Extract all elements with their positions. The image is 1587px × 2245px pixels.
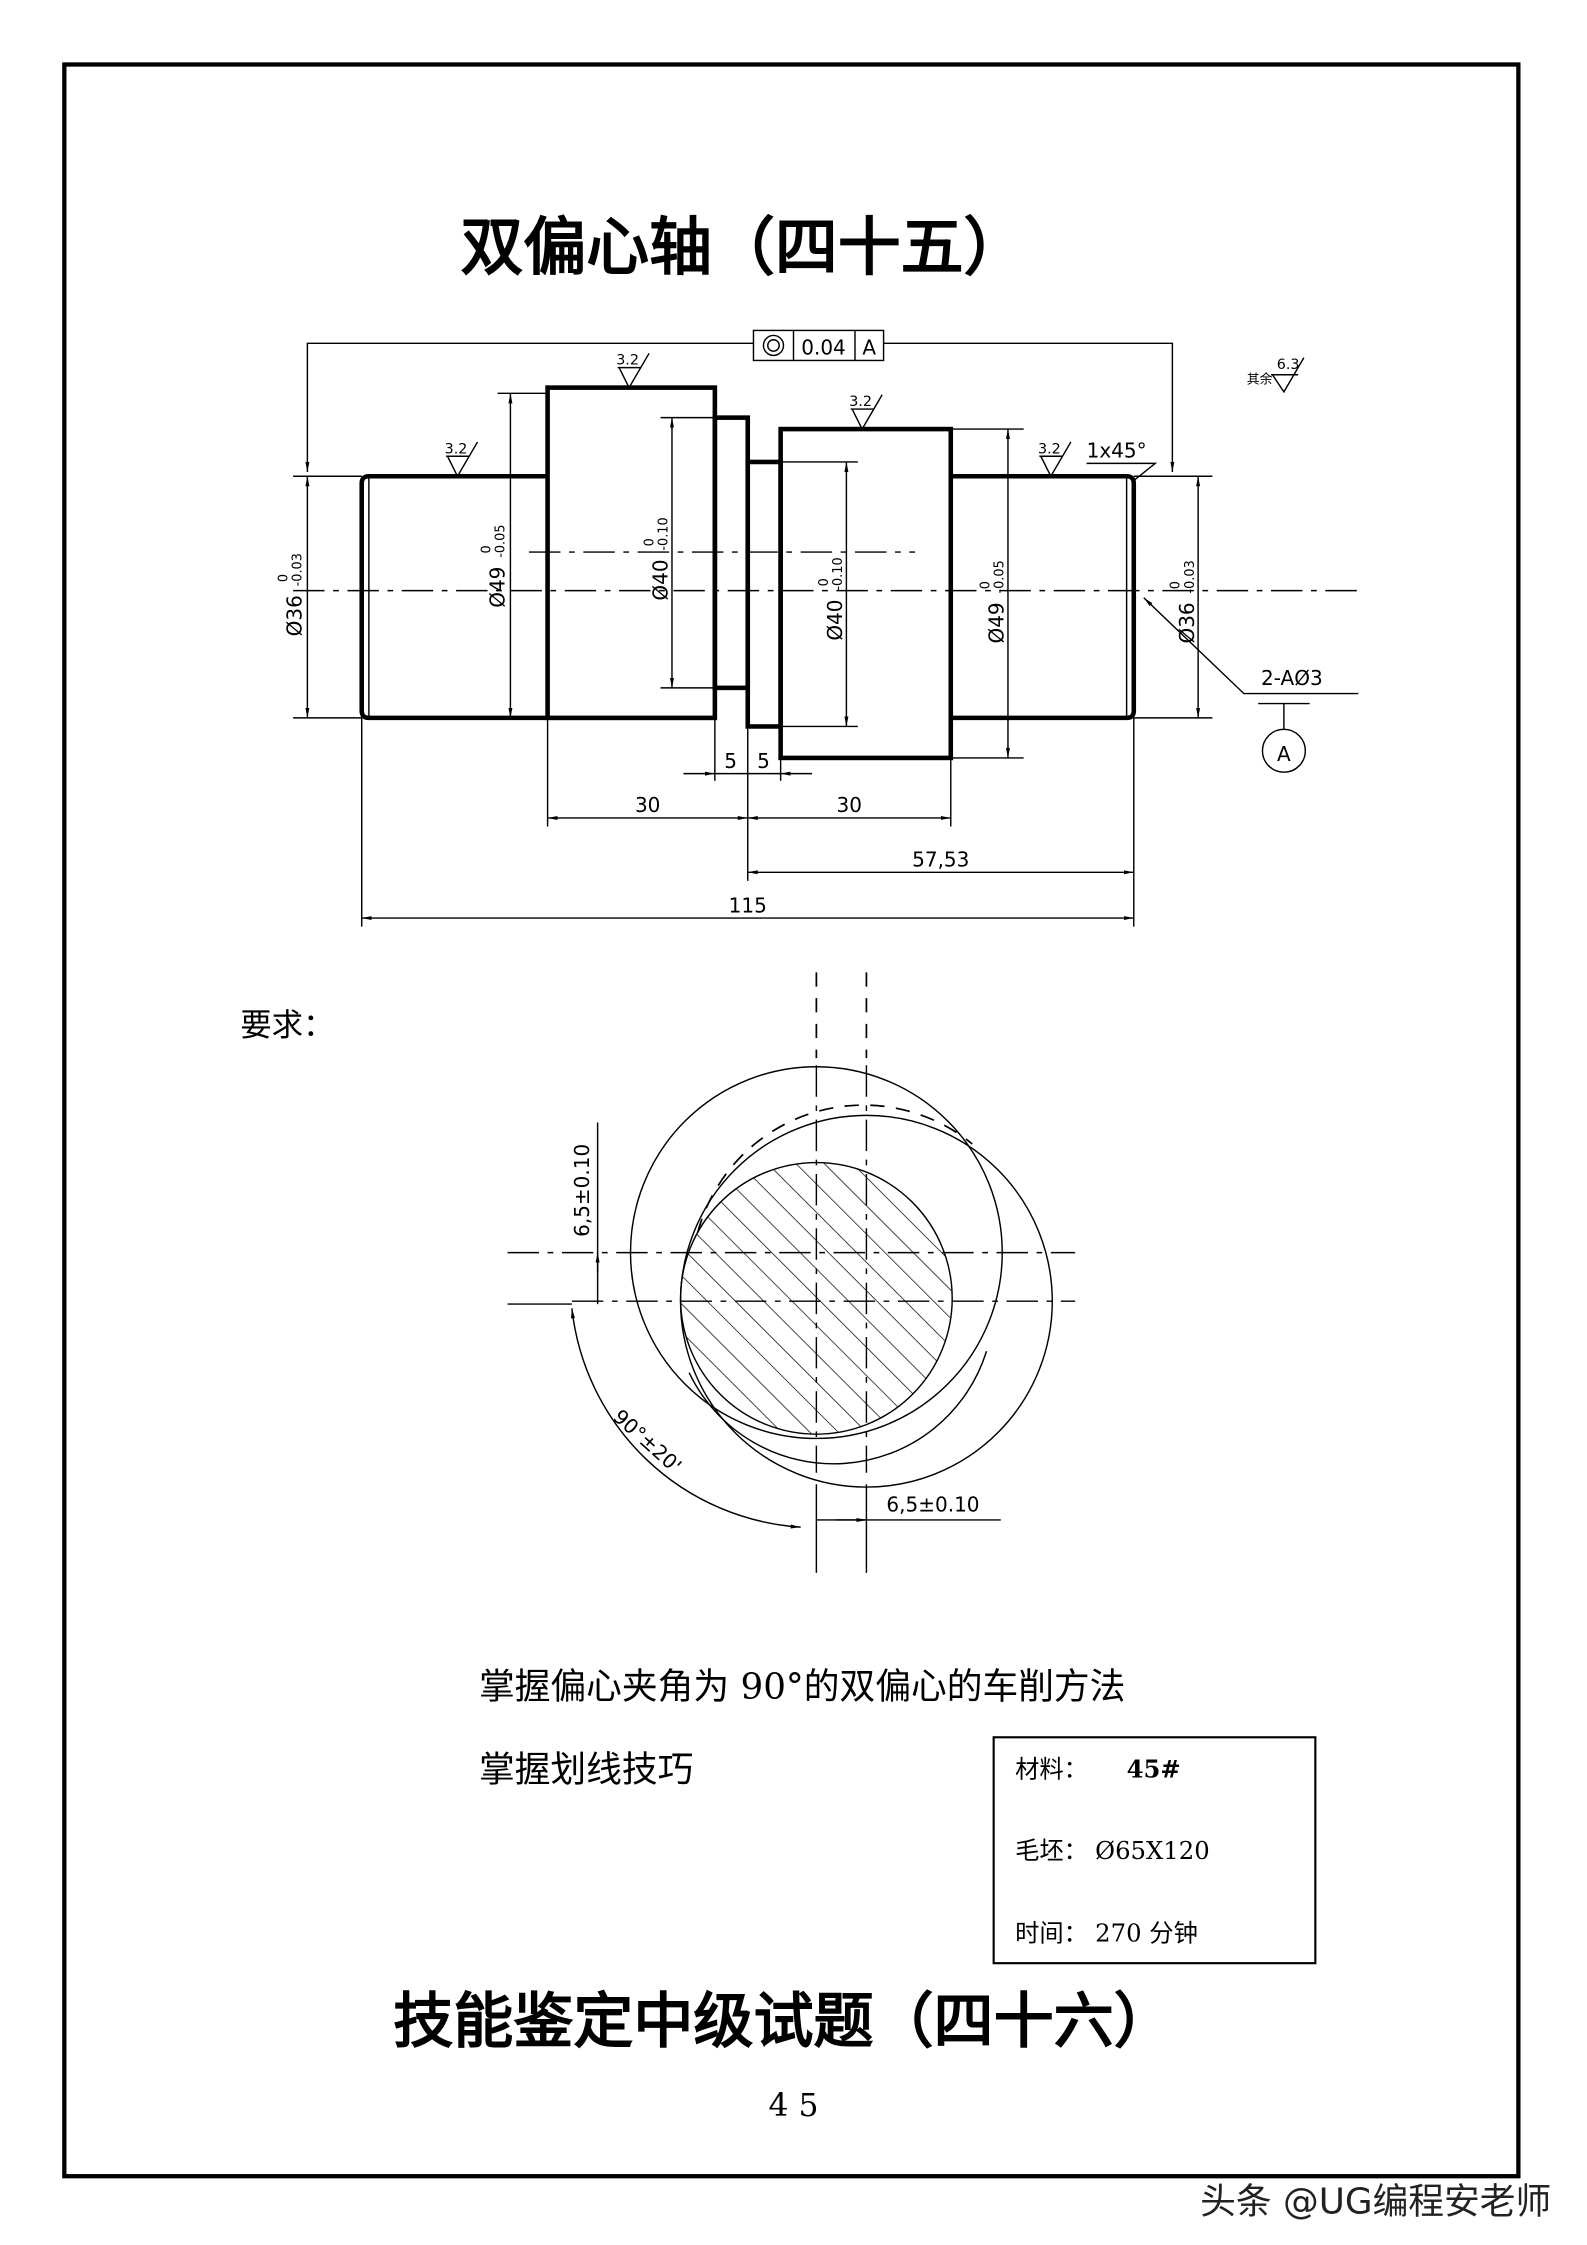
svg-text:材料：: 材料： <box>1015 1754 1088 1783</box>
svg-text:0: 0 <box>817 578 832 586</box>
requirement-2: 掌握划线技巧 <box>479 1750 693 1791</box>
length-dimensions: 5 5 30 30 57,53 115 <box>361 687 1135 927</box>
shaft-profile <box>293 385 1359 761</box>
svg-text:5: 5 <box>724 749 737 773</box>
svg-text:0: 0 <box>1169 581 1184 589</box>
page-border <box>62 62 1521 2179</box>
page-number: 4 5 <box>769 2088 819 2124</box>
requirement-1: 掌握偏心夹角为 90°的双偏心的车削方法 <box>479 1667 1125 1708</box>
svg-text:6.3: 6.3 <box>1277 357 1300 373</box>
svg-text:1x45°: 1x45° <box>1087 439 1147 463</box>
svg-text:Ø65X120: Ø65X120 <box>1095 1836 1210 1865</box>
page-title: 双偏心轴（四十五） <box>460 210 1026 284</box>
svg-text:-0.10: -0.10 <box>831 557 846 590</box>
svg-text:45#: 45# <box>1127 1754 1181 1783</box>
center-hole-note: 2-AØ3 <box>1143 597 1359 695</box>
svg-text:90°±20': 90°±20' <box>609 1404 687 1477</box>
datum-symbol: A <box>1258 702 1310 773</box>
svg-text:270 分钟: 270 分钟 <box>1095 1919 1198 1948</box>
roughness-symbols: 3.2 3.2 3.2 3.2 <box>445 353 1072 478</box>
section-view: 6,5±0.10 90°±20' 6,5±0.10 <box>507 972 1076 1573</box>
svg-text:0.04: 0.04 <box>801 336 846 360</box>
svg-text:0: 0 <box>276 574 291 582</box>
watermark: 头条 @UG编程安老师 <box>1200 2181 1551 2222</box>
svg-text:-0.05: -0.05 <box>494 524 509 557</box>
concentricity-icon <box>762 334 785 357</box>
svg-text:0: 0 <box>642 538 657 546</box>
chamfer-note: 1x45° <box>1086 439 1158 482</box>
svg-text:30: 30 <box>837 793 862 817</box>
svg-text:6,5±0.10: 6,5±0.10 <box>886 1492 979 1516</box>
svg-text:3.2: 3.2 <box>445 441 468 457</box>
svg-text:0: 0 <box>978 581 993 589</box>
svg-text:Ø49: Ø49 <box>486 567 510 608</box>
svg-text:Ø36: Ø36 <box>283 595 307 636</box>
info-box: 材料： 45# 毛坯： Ø65X120 时间： 270 分钟 <box>992 1736 1317 1965</box>
svg-text:-0.05: -0.05 <box>993 560 1008 593</box>
svg-text:-0.10: -0.10 <box>657 517 672 550</box>
svg-text:0: 0 <box>479 545 494 553</box>
footer-title: 技能鉴定中级试题（四十六） <box>393 1987 1173 2057</box>
general-roughness: 其余 6.3 <box>1247 357 1305 394</box>
svg-text:6,5±0.10: 6,5±0.10 <box>570 1144 594 1237</box>
svg-text:3.2: 3.2 <box>849 394 872 410</box>
svg-text:Ø40: Ø40 <box>823 599 847 640</box>
svg-text:-0.03: -0.03 <box>291 553 306 586</box>
svg-text:毛坯：: 毛坯： <box>1015 1836 1088 1865</box>
svg-text:时间：: 时间： <box>1015 1919 1088 1948</box>
svg-text:30: 30 <box>635 793 660 817</box>
requirements-label: 要求： <box>240 1007 334 1043</box>
tolerance-frame: 0.04 A <box>305 329 1175 472</box>
svg-text:-0.03: -0.03 <box>1183 560 1198 593</box>
svg-text:A: A <box>862 336 876 360</box>
svg-text:Ø36: Ø36 <box>1175 602 1199 643</box>
svg-text:其余: 其余 <box>1247 371 1273 387</box>
svg-text:3.2: 3.2 <box>616 353 639 369</box>
eccentric-circle-1 <box>629 1066 1003 1440</box>
svg-text:2-AØ3: 2-AØ3 <box>1261 666 1323 690</box>
svg-text:5: 5 <box>757 749 770 773</box>
svg-text:57,53: 57,53 <box>912 848 969 872</box>
hatched-section <box>680 1162 953 1435</box>
svg-text:115: 115 <box>729 893 767 917</box>
svg-text:A: A <box>1277 742 1291 766</box>
svg-text:Ø40: Ø40 <box>649 559 673 600</box>
svg-text:3.2: 3.2 <box>1038 441 1061 457</box>
svg-text:Ø49: Ø49 <box>985 602 1009 643</box>
